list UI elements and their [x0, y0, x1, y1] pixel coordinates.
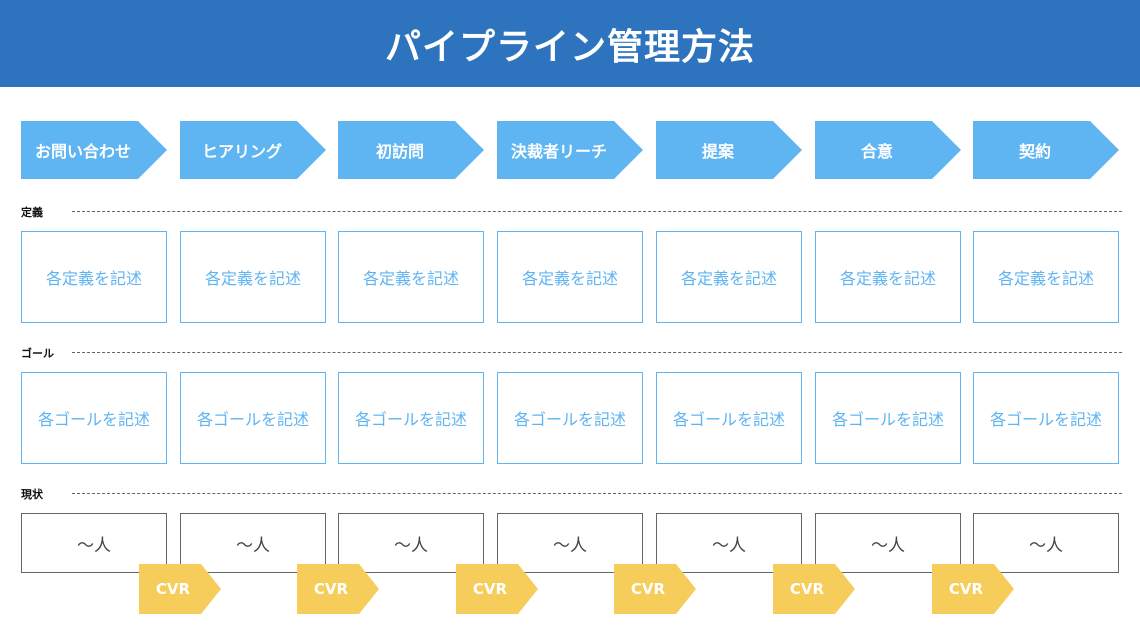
goal-cell: 各ゴールを記述 — [338, 372, 484, 464]
current-cell: 〜人 — [656, 513, 802, 573]
current-cell: 〜人 — [21, 513, 167, 573]
definition-cell: 各定義を記述 — [21, 231, 167, 323]
cvr-arrow: CVR — [297, 564, 379, 614]
stage-arrow-hearing: ヒアリング — [180, 121, 326, 179]
current-cell: 〜人 — [815, 513, 961, 573]
page-title: パイプライン管理方法 — [384, 26, 755, 68]
current-cell: 〜人 — [338, 513, 484, 573]
cvr-arrow: CVR — [139, 564, 221, 614]
stage-arrow-proposal: 提案 — [656, 121, 802, 179]
definition-cell: 各定義を記述 — [973, 231, 1119, 323]
current-cell: 〜人 — [180, 513, 326, 573]
definition-cell: 各定義を記述 — [180, 231, 326, 323]
definition-cell: 各定義を記述 — [338, 231, 484, 323]
stage-arrow-agreement: 合意 — [815, 121, 961, 179]
current-cell: 〜人 — [973, 513, 1119, 573]
goal-cell: 各ゴールを記述 — [656, 372, 802, 464]
stage-arrow-contract: 契約 — [973, 121, 1119, 179]
goal-cell: 各ゴールを記述 — [815, 372, 961, 464]
cvr-arrow: CVR — [456, 564, 538, 614]
goal-cell: 各ゴールを記述 — [973, 372, 1119, 464]
section-label-definition: 定義 — [21, 206, 43, 219]
section-label-goal: ゴール — [21, 347, 54, 360]
section-divider — [72, 211, 1122, 212]
current-cell: 〜人 — [497, 513, 643, 573]
section-label-current: 現状 — [21, 488, 43, 501]
cvr-arrow: CVR — [932, 564, 1014, 614]
stage-arrow-decision-maker: 決裁者リーチ — [497, 121, 643, 179]
stage-arrow-first-visit: 初訪問 — [338, 121, 484, 179]
definition-cell: 各定義を記述 — [497, 231, 643, 323]
section-divider — [72, 493, 1122, 494]
header-bar: パイプライン管理方法 — [0, 0, 1140, 87]
goal-cell: 各ゴールを記述 — [180, 372, 326, 464]
stage-arrow-inquiry: お問い合わせ — [21, 121, 167, 179]
goal-cell: 各ゴールを記述 — [497, 372, 643, 464]
definition-cell: 各定義を記述 — [815, 231, 961, 323]
cvr-arrow: CVR — [773, 564, 855, 614]
definition-cell: 各定義を記述 — [656, 231, 802, 323]
goal-cell: 各ゴールを記述 — [21, 372, 167, 464]
cvr-arrow: CVR — [614, 564, 696, 614]
section-divider — [72, 352, 1122, 353]
